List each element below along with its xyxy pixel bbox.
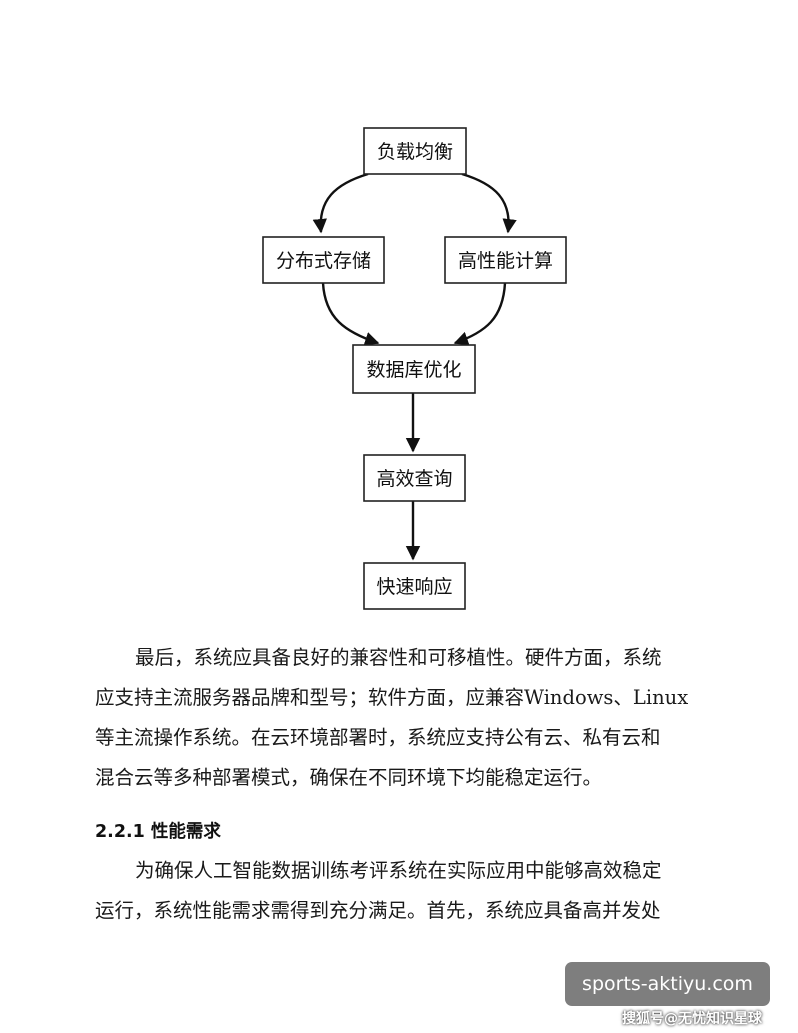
paragraph-line: 运行，系统性能需求需得到充分满足。首先，系统应具备高并发处 <box>95 899 661 922</box>
paragraph-line: 为确保人工智能数据训练考评系统在实际应用中能够高效稳定 <box>135 859 662 882</box>
edge-load-to-hpc <box>461 172 517 234</box>
watermark-badge: sports-aktiyu.com <box>565 962 770 1006</box>
flowchart-diagram: 负载均衡 分布式存储 高性能计算 数据库优化 高效查询 快速响应 <box>262 127 567 610</box>
paragraph-line: 混合云等多种部署模式，确保在不同环境下均能稳定运行。 <box>95 766 603 789</box>
node-fast-response-label: 快速响应 <box>376 576 452 598</box>
watermark-credit: 搜狐号@无忧知识星球 <box>622 1011 762 1027</box>
paragraph-line: 最后，系统应具备良好的兼容性和可移植性。硬件方面，系统 <box>135 646 662 669</box>
node-hpc: 高性能计算 <box>444 236 567 284</box>
paragraph-compatibility: 最后，系统应具备良好的兼容性和可移植性。硬件方面，系统 应支持主流服务器品牌和型… <box>95 638 715 798</box>
paragraph-line: 应支持主流服务器品牌和型号；软件方面，应兼容Windows、Linux <box>95 686 689 709</box>
paragraph-line: 等主流操作系统。在云环境部署时，系统应支持公有云、私有云和 <box>95 726 661 749</box>
node-efficient-query-label: 高效查询 <box>376 468 452 490</box>
node-load-balance-label: 负载均衡 <box>377 141 453 163</box>
watermark-site-text: sports-aktiyu.com <box>582 973 753 995</box>
node-load-balance: 负载均衡 <box>363 127 467 175</box>
edge-storage-to-db <box>321 282 380 346</box>
node-fast-response: 快速响应 <box>363 562 466 610</box>
node-distributed-storage: 分布式存储 <box>262 236 385 284</box>
section-heading: 2.2.1 性能需求 <box>95 822 221 842</box>
node-efficient-query: 高效查询 <box>363 454 466 502</box>
node-db-optimization: 数据库优化 <box>352 344 476 394</box>
edge-load-to-storage <box>312 172 369 234</box>
paragraph-performance: 为确保人工智能数据训练考评系统在实际应用中能够高效稳定 运行，系统性能需求需得到… <box>95 851 715 931</box>
node-db-optimization-label: 数据库优化 <box>366 359 461 381</box>
edge-hpc-to-db <box>453 282 507 346</box>
node-hpc-label: 高性能计算 <box>458 250 553 272</box>
node-distributed-storage-label: 分布式存储 <box>276 250 371 272</box>
